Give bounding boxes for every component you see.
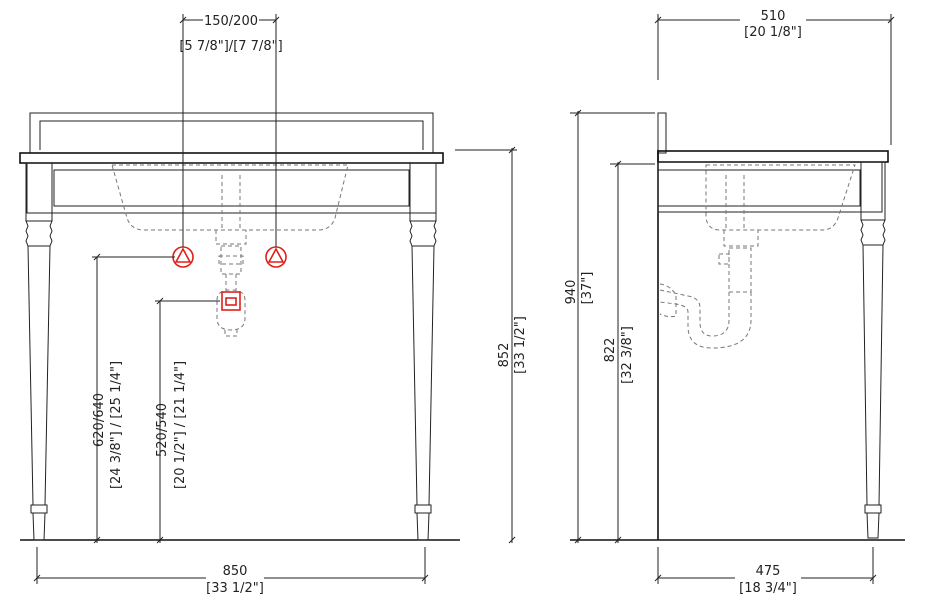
side-splashback <box>657 112 667 154</box>
leg-depth-in: [18 3/4"] <box>739 581 797 596</box>
depth-top-mm: 510 <box>761 9 786 24</box>
total-height-in: [37"] <box>580 272 595 305</box>
tap-supply-right-icon <box>265 246 287 268</box>
width-mm: 850 <box>223 564 248 579</box>
waste-outlet-icon <box>221 291 241 311</box>
depth-top-in: [20 1/8"] <box>744 25 802 40</box>
front-left-leg <box>25 162 53 541</box>
tap-supply-left-icon <box>172 246 194 268</box>
side-hidden-basin <box>659 164 856 349</box>
total-height-mm: 940 <box>564 280 579 305</box>
width-in: [33 1/2"] <box>206 581 264 596</box>
side-front-leg <box>860 161 886 539</box>
top-height-mm: 852 <box>497 343 512 368</box>
tap-spacing-mm: 150/200 <box>204 14 258 29</box>
side-apron-panel <box>657 169 861 207</box>
tap-height-mm: 620/640 <box>92 393 107 447</box>
inner-height-mm: 822 <box>603 338 618 363</box>
front-view: 150/200 [5 7/8"]/[7 7/8"] 620/640 [24 3/… <box>19 14 528 596</box>
top-height-in: [33 1/2"] <box>513 316 528 374</box>
front-splashback-inner <box>39 120 424 150</box>
tap-spacing-in: [5 7/8"]/[7 7/8"] <box>179 39 282 54</box>
side-vanity-top <box>657 150 889 163</box>
side-view: 510 [20 1/8"] 940 [37"] 822 [32 3/8"] 47… <box>564 9 905 596</box>
leg-depth-mm: 475 <box>756 564 781 579</box>
inner-height-in: [32 3/8"] <box>620 326 635 384</box>
waste-height-mm: 520/540 <box>155 403 170 457</box>
front-splashback <box>29 112 434 154</box>
front-right-leg <box>409 162 437 541</box>
tap-height-in: [24 3/8"] / [25 1/4"] <box>109 361 124 489</box>
front-apron-panel <box>53 169 410 207</box>
front-vanity-top <box>19 152 444 164</box>
waste-height-in: [20 1/2"] / [21 1/4"] <box>173 361 188 489</box>
front-hidden-basin <box>111 164 349 337</box>
